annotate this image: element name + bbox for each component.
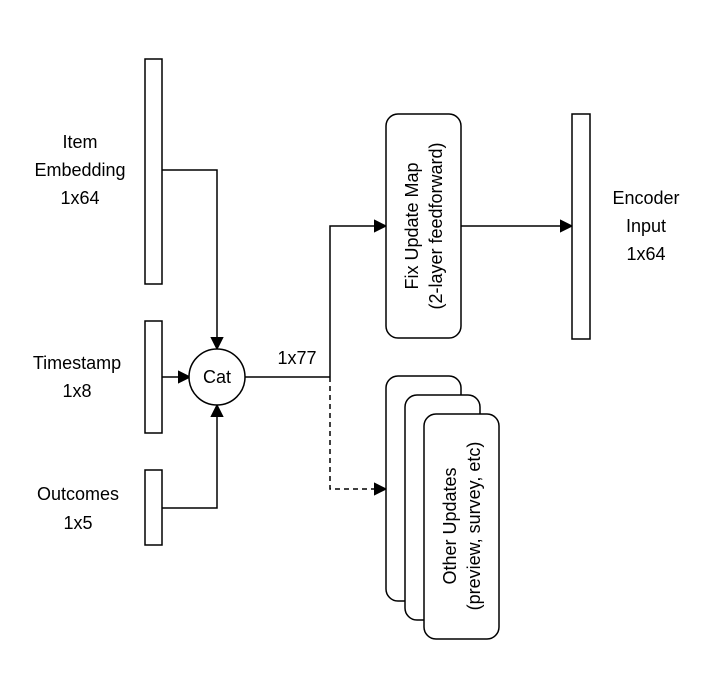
other-updates-label-line1: Other Updates (440, 467, 460, 584)
item-embedding-label-line3: 1x64 (60, 188, 99, 208)
other-updates-label: Other Updates (preview, survey, etc) (440, 442, 484, 611)
encoder-input-label: Encoder Input 1x64 (612, 188, 679, 264)
timestamp-label: Timestamp 1x8 (33, 353, 121, 401)
encoder-input-label-line2: Input (626, 216, 666, 236)
outcomes-label-line1: Outcomes (37, 484, 119, 504)
encoder-input-label-line3: 1x64 (626, 244, 665, 264)
fix-update-map-box (385, 113, 462, 339)
concat-dim-label: 1x77 (277, 348, 316, 368)
fix-update-map-label-line1: Fix Update Map (402, 162, 422, 289)
encoder-input-bar (571, 113, 591, 340)
item-embedding-bar (144, 58, 163, 285)
item-embedding-label: Item Embedding 1x64 (34, 132, 125, 208)
timestamp-bar (144, 320, 163, 434)
item-embedding-to-cat-arrow (162, 169, 224, 351)
outcomes-label-line2: 1x5 (63, 513, 92, 533)
fix-update-map-label-line2: (2-layer feedforward) (426, 142, 446, 309)
item-embedding-label-line2: Embedding (34, 160, 125, 180)
cat-label: Cat (203, 367, 231, 387)
cat-to-fix-update-map-arrow (329, 219, 388, 377)
timestamp-label-line1: Timestamp (33, 353, 121, 373)
other-updates-box-front (423, 413, 500, 640)
outcomes-bar (144, 469, 163, 546)
other-updates-label-line2: (preview, survey, etc) (464, 442, 484, 611)
outcomes-to-cat-arrow (162, 403, 224, 509)
encoder-input-label-line1: Encoder (612, 188, 679, 208)
timestamp-label-line2: 1x8 (62, 381, 91, 401)
cat-to-other-updates-arrow (329, 377, 388, 496)
fix-update-map-label: Fix Update Map (2-layer feedforward) (402, 142, 446, 309)
outcomes-label: Outcomes 1x5 (37, 484, 119, 533)
item-embedding-label-line1: Item (62, 132, 97, 152)
